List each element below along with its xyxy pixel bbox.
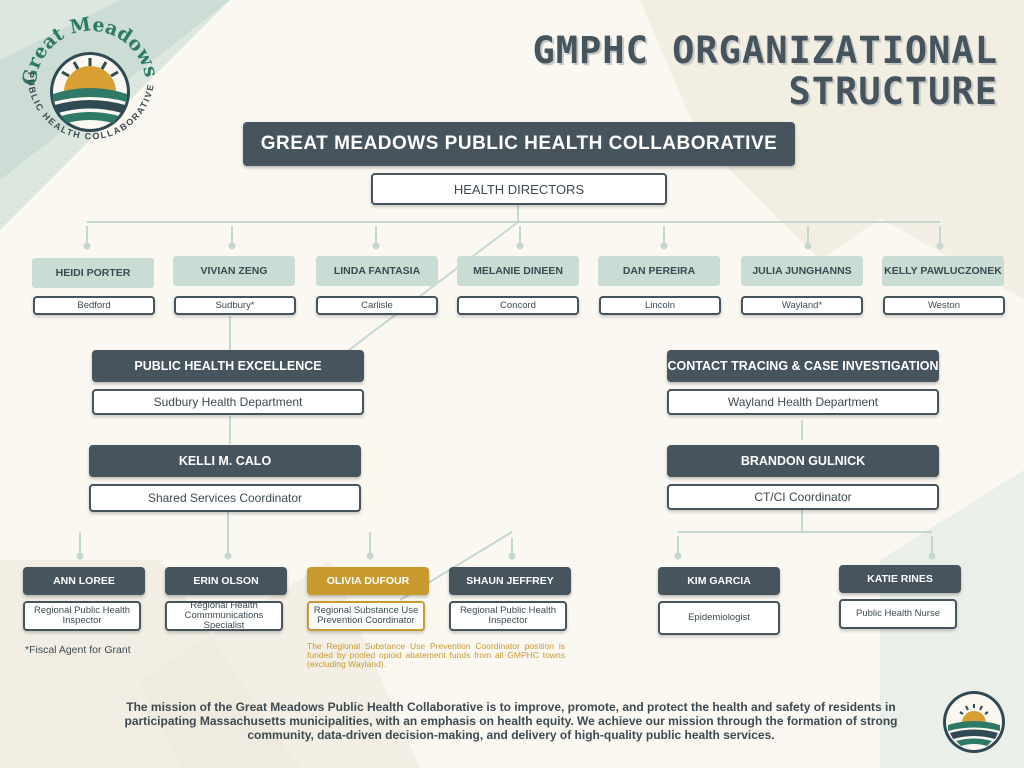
- director-town: Weston: [883, 296, 1005, 315]
- right-lead-name: BRANDON GULNICK: [740, 454, 866, 468]
- page-title-line2: STRUCTURE: [788, 70, 998, 113]
- director-town: Sudbury*: [174, 296, 296, 315]
- director-name: KELLY PAWLUCZONEK: [884, 265, 1002, 277]
- director-name: VIVIAN ZENG: [200, 265, 268, 277]
- director-town-label: Concord: [500, 299, 536, 311]
- staff-name-box: KATIE RINES: [839, 565, 961, 593]
- right-lead-title-box: CT/CI Coordinator: [667, 484, 939, 510]
- director-name: HEIDI PORTER: [55, 267, 131, 279]
- right-program-box: CONTACT TRACING & CASE INVESTIGATION: [667, 350, 939, 382]
- director-town: Wayland*: [741, 296, 863, 315]
- staff-name: KIM GARCIA: [687, 575, 751, 587]
- staff-title-box: Epidemiologist: [658, 601, 780, 635]
- staff-name: SHAUN JEFFREY: [466, 575, 554, 587]
- mission-statement: The mission of the Great Meadows Public …: [124, 700, 898, 742]
- director-card: LINDA FANTASIA: [316, 256, 438, 286]
- page-title: GMPHC ORGANIZATIONAL STRUCTURE: [532, 30, 998, 112]
- director-town-label: Weston: [927, 299, 961, 311]
- director-town: Lincoln: [599, 296, 721, 315]
- director-town-label: Wayland*: [781, 299, 823, 311]
- left-program-box: PUBLIC HEALTH EXCELLENCE: [92, 350, 364, 382]
- staff-name: KATIE RINES: [867, 573, 933, 585]
- left-department-box: Sudbury Health Department: [92, 389, 364, 415]
- right-department-box: Wayland Health Department: [667, 389, 939, 415]
- left-lead-name: KELLI M. CALO: [178, 454, 272, 468]
- staff-title-box: Regional Public Health Inspector: [449, 601, 567, 631]
- staff-title: Regional Public Health Inspector: [459, 605, 557, 626]
- staff-title-box: Public Health Nurse: [839, 599, 957, 629]
- director-name: MELANIE DINEEN: [473, 265, 563, 277]
- org-name-banner: GREAT MEADOWS PUBLIC HEALTH COLLABORATIV…: [243, 122, 795, 166]
- logo-small: [942, 690, 1006, 754]
- director-name: LINDA FANTASIA: [333, 265, 421, 277]
- org-name: GREAT MEADOWS PUBLIC HEALTH COLLABORATIV…: [260, 133, 778, 154]
- director-town-label: Carlisle: [361, 299, 393, 311]
- right-lead-title: CT/CI Coordinator: [754, 490, 852, 504]
- page-title-line1: GMPHC ORGANIZATIONAL: [532, 29, 998, 72]
- left-lead-box: KELLI M. CALO: [89, 445, 361, 477]
- right-lead-box: BRANDON GULNICK: [667, 445, 939, 477]
- staff-name-box: SHAUN JEFFREY: [449, 567, 571, 595]
- staff-title-box-highlight: Regional Substance Use Prevention Coordi…: [307, 601, 425, 631]
- director-name: JULIA JUNGHANNS: [752, 265, 852, 277]
- staff-title-box: Regional Public Health Inspector: [23, 601, 141, 631]
- director-card: MELANIE DINEEN: [457, 256, 579, 286]
- staff-name: ERIN OLSON: [193, 575, 259, 587]
- staff-title-box: Regional Health Commmunications Speciali…: [165, 601, 283, 631]
- logo: Great Meadows PUBLIC HEALTH COLLABORATIV…: [18, 12, 163, 157]
- director-town: Carlisle: [316, 296, 438, 315]
- staff-title: Regional Health Commmunications Speciali…: [184, 600, 264, 631]
- director-town-label: Lincoln: [644, 299, 676, 311]
- director-town-label: Bedford: [77, 299, 111, 311]
- right-program-label: CONTACT TRACING & CASE INVESTIGATION: [667, 358, 939, 373]
- left-lead-title: Shared Services Coordinator: [147, 491, 303, 505]
- left-program-label: PUBLIC HEALTH EXCELLENCE: [134, 359, 322, 373]
- staff-name: OLIVIA DUFOUR: [326, 575, 410, 587]
- left-department-label: Sudbury Health Department: [153, 395, 303, 409]
- director-card: JULIA JUNGHANNS: [741, 256, 863, 286]
- staff-title: Regional Public Health Inspector: [33, 605, 131, 626]
- director-card: VIVIAN ZENG: [173, 256, 295, 286]
- fiscal-agent-note: *Fiscal Agent for Grant: [25, 644, 131, 656]
- director-town: Bedford: [33, 296, 155, 315]
- staff-title: Public Health Nurse: [856, 608, 940, 620]
- staff-title: Epidemiologist: [688, 612, 750, 624]
- director-name: DAN PEREIRA: [622, 265, 696, 277]
- director-town: Concord: [457, 296, 579, 315]
- right-department-label: Wayland Health Department: [727, 395, 879, 409]
- staff-name-box: ERIN OLSON: [165, 567, 287, 595]
- staff-name-box: KIM GARCIA: [658, 567, 780, 595]
- director-town-label: Sudbury*: [215, 299, 255, 311]
- left-lead-title-box: Shared Services Coordinator: [89, 484, 361, 512]
- staff-name-box-highlight: OLIVIA DUFOUR: [307, 567, 429, 595]
- staff-name-box: ANN LOREE: [23, 567, 145, 595]
- staff-name: ANN LOREE: [53, 575, 115, 587]
- health-directors-box: HEALTH DIRECTORS: [371, 173, 667, 205]
- director-card: HEIDI PORTER: [32, 258, 154, 288]
- health-directors-label: HEALTH DIRECTORS: [453, 181, 585, 197]
- director-card: DAN PEREIRA: [598, 256, 720, 286]
- director-card: KELLY PAWLUCZONEK: [882, 256, 1004, 286]
- funding-note: The Regional Substance Use Prevention Co…: [307, 641, 565, 669]
- staff-title: Regional Substance Use Prevention Coordi…: [313, 605, 419, 626]
